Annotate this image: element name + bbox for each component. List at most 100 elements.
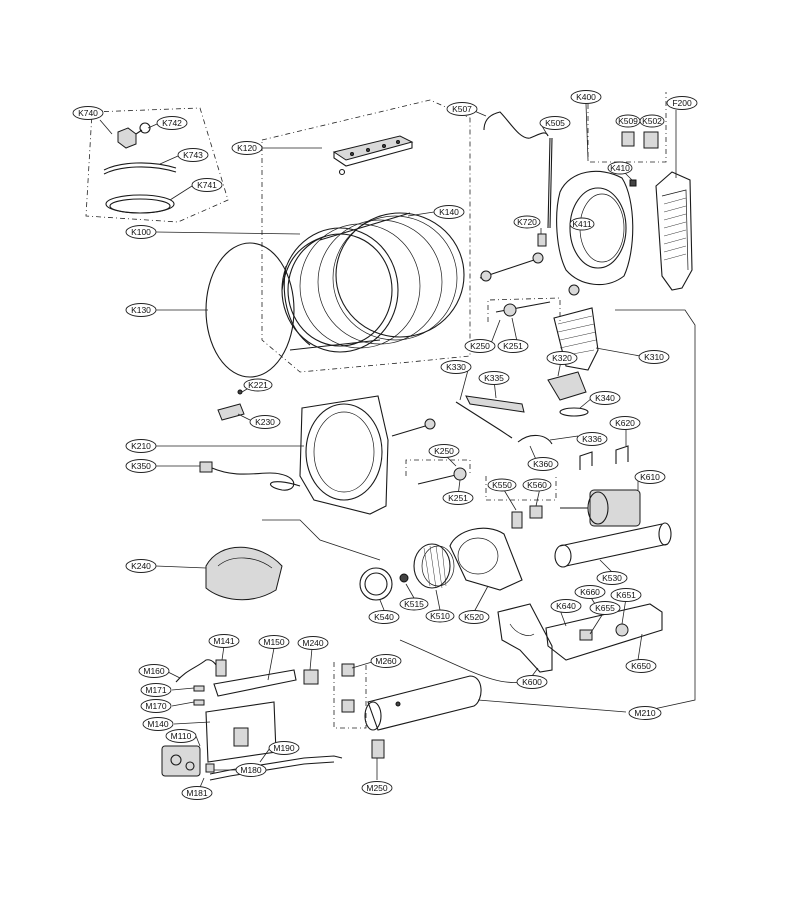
label-k320: K320	[546, 351, 578, 365]
label-k741: K741	[191, 178, 223, 192]
label-k620: K620	[609, 416, 641, 430]
label-k510: K510	[425, 609, 455, 623]
label-k660: K660	[574, 585, 606, 599]
label-k335: K335	[478, 371, 510, 385]
svg-text:K742: K742	[162, 118, 182, 128]
label-k130: K130	[125, 303, 157, 317]
label-k740: K740	[72, 106, 104, 120]
group-boundary-k740	[85, 107, 229, 223]
svg-text:K310: K310	[644, 352, 664, 362]
leader-lines	[99, 103, 677, 793]
label-k550: K550	[487, 478, 517, 492]
svg-text:K610: K610	[640, 472, 660, 482]
thermostat-k509-part	[621, 131, 635, 147]
label-k240: K240	[125, 559, 157, 573]
lint-filter-part	[655, 171, 693, 291]
sensor-m240-part	[303, 669, 319, 685]
svg-text:M110: M110	[171, 731, 192, 741]
svg-text:K520: K520	[464, 612, 484, 622]
label-k330: K330	[440, 360, 472, 374]
svg-text:K507: K507	[452, 104, 472, 114]
svg-text:M260: M260	[375, 656, 397, 666]
label-m141: M141	[208, 634, 240, 648]
label-m180: M180	[235, 763, 267, 777]
group-boundary-k250-bottom	[405, 459, 471, 476]
label-m160: M160	[138, 664, 170, 678]
svg-text:K120: K120	[237, 143, 257, 153]
label-k505: K505	[539, 116, 571, 130]
svg-text:K510: K510	[430, 611, 450, 621]
label-k336: K336	[576, 432, 608, 446]
exhaust-duct-k530-part	[554, 522, 672, 568]
svg-text:K740: K740	[78, 108, 98, 118]
svg-text:K505: K505	[545, 118, 565, 128]
label-m170: M170	[140, 699, 172, 713]
label-k140: K140	[433, 205, 465, 219]
connector-k720-part	[537, 233, 547, 247]
svg-text:K530: K530	[602, 573, 622, 583]
front-bulkhead-part	[299, 395, 389, 515]
thermostat-m260-lower-part	[341, 699, 355, 713]
svg-text:M181: M181	[186, 788, 208, 798]
svg-text:K250: K250	[470, 341, 490, 351]
svg-text:K620: K620	[615, 418, 635, 428]
svg-text:K640: K640	[556, 601, 576, 611]
label-m210: M210	[628, 706, 662, 720]
clip-k336-part	[517, 434, 553, 445]
thermostat-k502-part	[643, 131, 659, 149]
label-k360: K360	[527, 457, 559, 471]
svg-text:K340: K340	[595, 393, 615, 403]
sensor-m170-part	[193, 699, 205, 706]
gas-valve-m110-part	[161, 745, 201, 777]
bracket-k550-part	[511, 511, 523, 529]
label-k560: K560	[522, 478, 552, 492]
label-k610: K610	[634, 470, 666, 484]
svg-text:K502: K502	[642, 116, 662, 126]
svg-text:M250: M250	[366, 783, 388, 793]
svg-text:K251: K251	[503, 341, 523, 351]
rear-bulkhead-part	[556, 170, 634, 286]
igniter-m141-part	[215, 659, 227, 677]
group-boundary-k550	[485, 476, 557, 501]
svg-text:K350: K350	[131, 461, 151, 471]
svg-text:F200: F200	[672, 98, 692, 108]
motor-clip-left-part	[579, 451, 593, 470]
group-boundary-m260	[333, 662, 367, 729]
svg-text:M171: M171	[145, 685, 167, 695]
seal-k340-part	[559, 407, 589, 417]
y-connector-part	[117, 122, 151, 149]
fan-nut-k515-part	[399, 573, 409, 583]
svg-text:M240: M240	[302, 638, 324, 648]
label-m260: M260	[370, 654, 402, 668]
label-k655: K655	[589, 601, 621, 615]
svg-text:K330: K330	[446, 362, 466, 372]
label-k720: K720	[513, 215, 541, 229]
svg-text:K743: K743	[183, 150, 203, 160]
svg-text:K720: K720	[517, 217, 537, 227]
svg-text:K540: K540	[374, 612, 394, 622]
harness-plug-part	[199, 461, 213, 473]
label-k410: K410	[607, 161, 633, 175]
bracket-m250-part	[371, 739, 385, 759]
svg-text:M190: M190	[273, 743, 295, 753]
label-k515: K515	[399, 597, 429, 611]
label-k230: K230	[249, 415, 281, 429]
label-k743: K743	[177, 148, 209, 162]
svg-text:K509: K509	[618, 116, 638, 126]
thermostat-m260-upper-part	[341, 663, 355, 677]
svg-text:M160: M160	[143, 666, 165, 676]
sensor-k230-part	[217, 403, 245, 421]
group-boundary-k400	[587, 92, 667, 163]
sensor-rod-part	[547, 137, 553, 229]
label-m150: M150	[258, 635, 290, 649]
drive-motor-part	[560, 489, 641, 527]
label-k502: K502	[639, 114, 665, 128]
svg-text:M180: M180	[240, 765, 262, 775]
svg-text:K320: K320	[552, 353, 572, 363]
idler-assembly-k650-part	[545, 603, 663, 661]
label-k310: K310	[638, 350, 670, 364]
svg-text:M210: M210	[634, 708, 656, 718]
label-m140: M140	[142, 717, 174, 731]
svg-text:K221: K221	[248, 380, 268, 390]
